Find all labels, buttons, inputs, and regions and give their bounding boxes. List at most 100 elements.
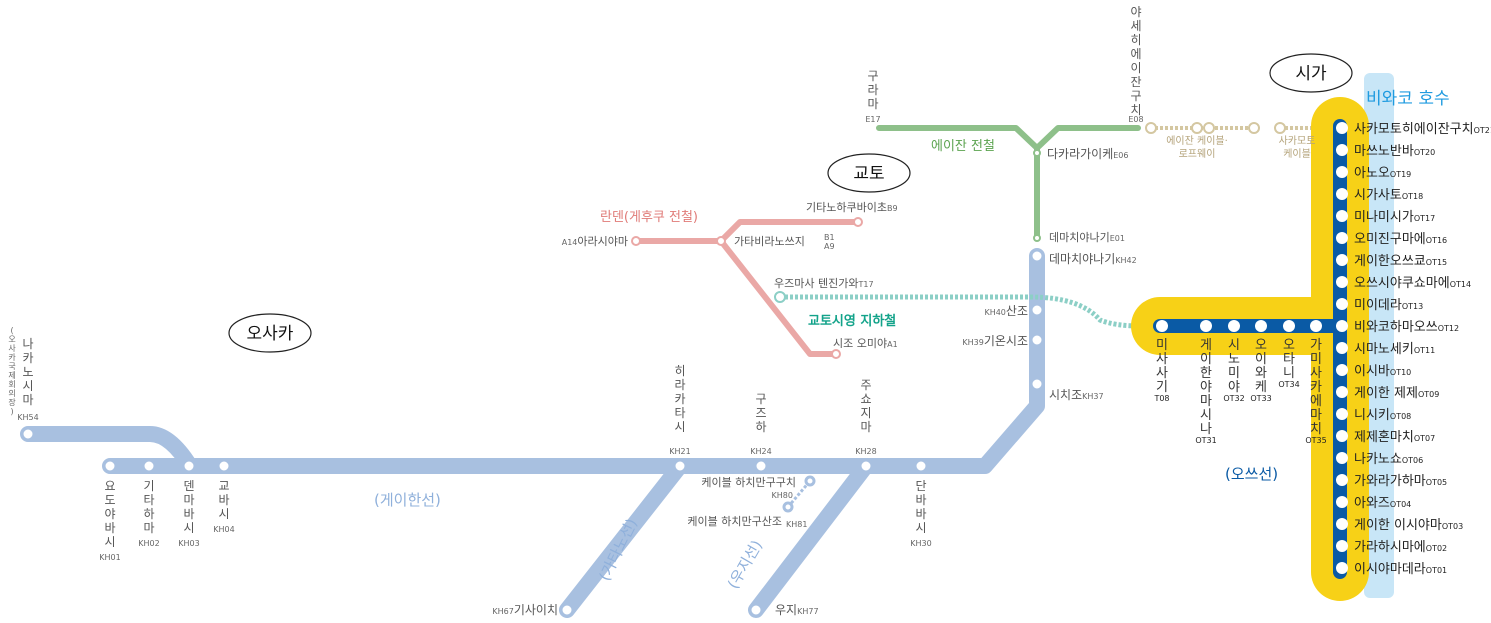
station-kh01-code: KH01 (99, 553, 120, 562)
station-ot02: 가라하시마에OT02 (1354, 540, 1447, 555)
station-ot18: 시가사토OT18 (1354, 188, 1423, 203)
keihan-cable (786, 480, 812, 508)
otsu-line-label: (오쓰선) (1225, 465, 1278, 483)
station-ot16: 오미진구마에OT16 (1354, 232, 1447, 247)
otsu-branch-markers (1156, 320, 1322, 332)
station-arashiyama: A14아라시야마 (562, 235, 628, 248)
station-ot13: 미이데라OT13 (1354, 298, 1423, 313)
keihan-line-label: (게이한선) (374, 491, 441, 509)
eizan-cable-label: 에이잔 케이블·로프웨이 (1166, 136, 1228, 160)
eizan-line (876, 125, 1141, 241)
randen-line-label: 란덴(게후쿠 전철) (600, 210, 698, 225)
station-code-kh81: KH81 (786, 520, 807, 529)
station-ot06: 나카노쇼OT06 (1354, 452, 1423, 467)
station-ot20: 마쓰노반바OT20 (1354, 144, 1435, 159)
station-ot10: 이시바OT10 (1354, 364, 1411, 379)
station-uzumasa-tenjingawa: 우즈마사 텐진가와T17 (774, 277, 874, 290)
station-kh54-code: KH54 (17, 413, 38, 422)
lake-biwa (1364, 73, 1394, 598)
sakamoto-cable-label: 사카모토 케이블 (1279, 136, 1316, 160)
station-kh04-code: KH04 (213, 525, 234, 534)
svg-text:시가: 시가 (1295, 64, 1327, 84)
subway-station-marker (774, 291, 786, 303)
station-ot17: 미나미시가OT17 (1354, 210, 1435, 225)
station-ot15: 게이한오쓰쿄OT15 (1354, 254, 1447, 269)
station-cable-hachimangu-guchi: 케이블 하치만구구치 (701, 475, 796, 489)
uji-line-label: (우지선) (724, 537, 766, 592)
katano-line-label: (가타노선) (595, 516, 641, 584)
station-gion-shijo: KH39기온시조 (962, 334, 1028, 348)
randen-line (633, 219, 861, 357)
station-ot14: 오쓰시야쿠쇼마에OT14 (1354, 276, 1471, 291)
station-kh03-code: KH03 (178, 539, 199, 548)
uji-line (748, 458, 874, 618)
station-kh30-code: KH30 (910, 539, 931, 548)
station-ot31-code: OT31 (1195, 436, 1216, 445)
subway-line (780, 294, 1141, 329)
station-code-a9: A9 (824, 242, 835, 251)
station-sanjo: KH40산조 (984, 304, 1028, 318)
city-kyoto: 교토 (827, 153, 911, 193)
eizan-stations (1033, 149, 1041, 242)
station-ot01: 이시야마데라OT01 (1354, 562, 1447, 577)
station-shichijo: 시치조KH37 (1049, 388, 1104, 402)
city-shiga: 시가 (1269, 53, 1353, 93)
otsu-main-markers (1336, 122, 1348, 574)
station-t08-code: T08 (1153, 394, 1169, 403)
keihan-stations (20, 248, 1045, 618)
svg-text:오사카: 오사카 (247, 324, 294, 344)
station-uji: 우지KH77 (775, 603, 819, 617)
station-ot33-code: OT33 (1250, 394, 1271, 403)
station-ot09: 게이한 제제OT09 (1354, 386, 1439, 401)
station-kh24-code: KH24 (750, 447, 771, 456)
station-ot32-code: OT32 (1223, 394, 1244, 403)
station-takaragaike: 다카라가이케E06 (1047, 147, 1128, 161)
station-ot11: 시마노세키OT11 (1354, 342, 1435, 357)
station-shijo-omiya: 시조 오미야A1 (833, 337, 898, 350)
katano-line (559, 458, 688, 618)
station-ot05: 가와라가하마OT05 (1354, 474, 1447, 489)
station-ot19: 아노오OT19 (1354, 166, 1411, 181)
station-kh21-code: KH21 (669, 447, 690, 456)
station-kitano-hakubaicho: 기타노하쿠바이초B9 (806, 200, 898, 214)
station-ot07: 제제혼마치OT07 (1354, 430, 1435, 445)
station-ot12: 비와코하마오쓰OT12 (1354, 320, 1459, 335)
station-ot03: 게이한 이시야마OT03 (1354, 518, 1463, 533)
station-demachiyanagi-keihan: 데마치야나기KH42 (1049, 252, 1137, 266)
eizan-line-label: 에이잔 전철 (931, 139, 995, 154)
station-kh02-code: KH02 (138, 539, 159, 548)
station-code-b1: B1 (824, 233, 835, 242)
keihan-line (20, 248, 1045, 618)
randen-stations (631, 217, 863, 359)
station-ot35-code: OT35 (1305, 436, 1326, 445)
svg-text:교토: 교토 (853, 164, 884, 184)
lake-label: 비와코 호수 (1366, 89, 1450, 109)
station-code-kh80: KH80 (772, 491, 793, 500)
station-ot04: 아와즈OT04 (1354, 496, 1411, 511)
station-cable-hachimangu-sanjo: 케이블 하치만구산조 (687, 514, 782, 528)
station-katabiranotsuji: 가타비라노쓰지 (734, 235, 805, 248)
station-e17-code: E17 (865, 115, 880, 124)
station-ot21: 사카모토히에이잔구치OT21 (1354, 122, 1491, 137)
station-demachiyanagi-eizan: 데마치야나기E01 (1049, 231, 1125, 244)
